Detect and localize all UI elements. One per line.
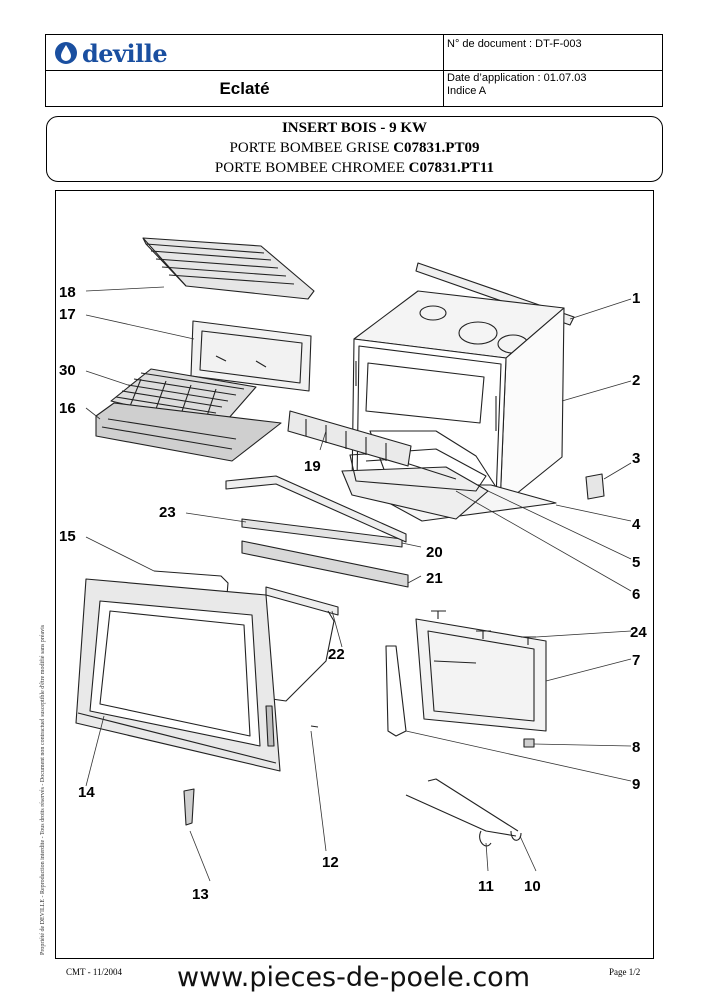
label-13: 13 bbox=[192, 886, 209, 903]
part-3-bracket bbox=[585, 473, 605, 500]
document-header: deville Eclaté N° de document : DT-F-003… bbox=[45, 34, 663, 107]
label-30: 30 bbox=[59, 362, 76, 379]
part-9-gasket bbox=[385, 645, 407, 737]
label-5: 5 bbox=[632, 554, 640, 571]
legal-notice: Propriété de DEVILLE - Reproduction inte… bbox=[40, 624, 46, 955]
part-5-6-ashpan bbox=[341, 448, 489, 520]
label-1: 1 bbox=[632, 290, 640, 307]
label-11: 11 bbox=[478, 878, 494, 895]
drop-logo-icon bbox=[55, 42, 77, 64]
label-17: 17 bbox=[59, 306, 76, 323]
doc-index: Indice A bbox=[447, 85, 487, 97]
label-4: 4 bbox=[632, 516, 641, 533]
brand-name: deville bbox=[82, 38, 168, 68]
footer-revision: CMT - 11/2004 bbox=[66, 967, 123, 977]
product-line-chrome: PORTE BOMBEE CHROMEE C07831.PT11 bbox=[47, 160, 662, 177]
application-date: Date d’application : 01.07.03 bbox=[447, 72, 587, 84]
label-3: 3 bbox=[632, 450, 640, 467]
leader-lines bbox=[85, 286, 632, 882]
label-24: 24 bbox=[630, 624, 647, 641]
part-18-deflector bbox=[142, 237, 315, 300]
part-19-grate bbox=[287, 410, 412, 467]
part-8-clip bbox=[523, 738, 535, 748]
exploded-view-diagram: 18 17 30 16 19 23 15 20 21 22 14 12 13 1… bbox=[55, 190, 654, 959]
part-14-door-frame bbox=[75, 578, 281, 772]
product-line-grey: PORTE BOMBEE GRISE C07831.PT09 bbox=[47, 140, 662, 157]
label-19: 19 bbox=[304, 458, 321, 475]
label-9: 9 bbox=[632, 776, 640, 793]
label-2: 2 bbox=[632, 372, 640, 389]
label-14: 14 bbox=[78, 784, 95, 801]
part-30-grids bbox=[110, 368, 257, 428]
label-8: 8 bbox=[632, 739, 640, 756]
label-6: 6 bbox=[632, 586, 640, 603]
product-line-chrome-text: PORTE BOMBEE CHROMEE bbox=[214, 160, 405, 176]
part-7-glass-door bbox=[415, 618, 547, 732]
label-10: 10 bbox=[524, 878, 541, 895]
product-title-box: INSERT BOIS - 9 KW PORTE BOMBEE GRISE C0… bbox=[46, 116, 663, 182]
label-12: 12 bbox=[322, 854, 339, 871]
brand-logo: deville bbox=[54, 38, 168, 68]
product-line-grey-code: C07831.PT09 bbox=[393, 140, 480, 156]
part-22-plate bbox=[265, 586, 339, 616]
part-12-pin bbox=[310, 725, 319, 728]
part-24-clips bbox=[431, 610, 536, 645]
part-17-frame bbox=[190, 320, 312, 392]
part-2-body bbox=[351, 290, 565, 508]
label-22: 22 bbox=[328, 646, 345, 663]
label-18: 18 bbox=[59, 284, 76, 301]
doc-number: N° de document : DT-F-003 bbox=[447, 38, 582, 50]
product-name: INSERT BOIS - 9 KW bbox=[281, 120, 428, 136]
product-line-grey-text: PORTE BOMBEE GRISE bbox=[229, 140, 390, 156]
part-16-hearth bbox=[95, 402, 282, 462]
part-23-rail bbox=[241, 518, 403, 548]
label-21: 21 bbox=[426, 570, 443, 587]
label-7: 7 bbox=[632, 652, 640, 669]
product-line-chrome-code: C07831.PT11 bbox=[408, 160, 495, 176]
header-divider-horizontal bbox=[46, 70, 662, 71]
label-23: 23 bbox=[159, 504, 176, 521]
page-title: Eclaté bbox=[219, 79, 270, 98]
label-16: 16 bbox=[59, 400, 76, 417]
part-labels: 18 17 30 16 19 23 15 20 21 22 14 12 13 1… bbox=[59, 284, 647, 903]
label-15: 15 bbox=[59, 528, 76, 545]
label-20: 20 bbox=[426, 544, 443, 561]
footer-page-number: Page 1/2 bbox=[609, 967, 641, 977]
footer-website[interactable]: www.pieces-de-poele.com bbox=[177, 962, 530, 993]
exploded-view-svg: 18 17 30 16 19 23 15 20 21 22 14 12 13 1… bbox=[59, 237, 647, 903]
part-10-11-hooks bbox=[405, 778, 522, 847]
part-21-rail bbox=[241, 540, 409, 588]
part-20-bar bbox=[225, 475, 407, 543]
part-13-handle bbox=[183, 788, 195, 826]
